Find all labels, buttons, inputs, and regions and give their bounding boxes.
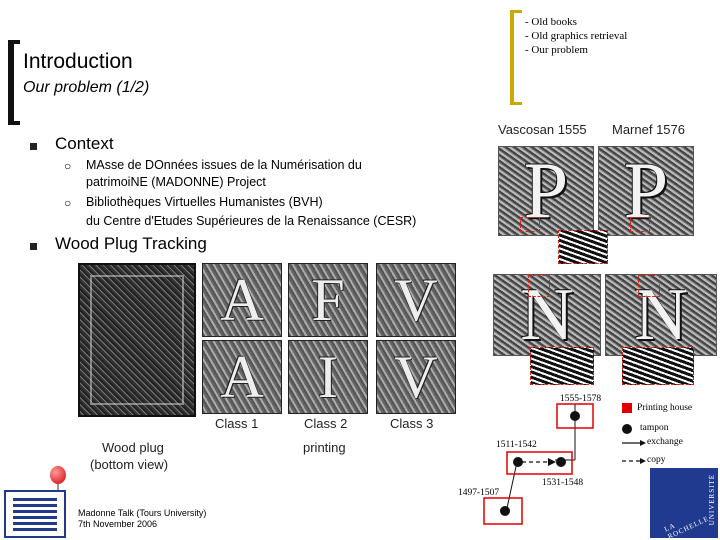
marnef-label: Marnef 1576 [612,122,685,137]
vascosan-label: Vascosan 1555 [498,122,587,137]
defect-zoom-left [530,347,594,385]
tile-letter: V [394,343,438,410]
woodplug-image [78,263,196,417]
outline-item-old-books: - Old books [525,16,577,28]
footer-date: 7th November 2006 [78,519,158,529]
title-bracket [8,40,20,125]
defect-zoom [558,230,608,264]
footer-info: Madonne Talk (Tours University) 7th Nove… [78,508,206,530]
tours-university-logo [4,490,66,538]
defect-marker [528,275,550,297]
bullet-bvh: Bibliothèques Virtuelles Humanistes (BVH… [86,195,323,209]
bullet-square [30,143,37,150]
section-outline: - Old books - Old graphics retrieval - O… [525,15,627,57]
outline-item-old-graphics: - Old graphics retrieval [525,30,628,42]
letter-tile-class3-a: V [376,263,456,337]
defect-marker [520,217,540,232]
tampon-node [513,457,523,467]
defect-zoom-right [622,347,694,385]
tile-letter: I [318,343,338,410]
slide-subtitle: Our problem (1/2) [23,79,150,96]
defect-marker [638,275,660,297]
date-1555-1578: 1555-1578 [560,394,602,404]
legend-printing-house-swatch [622,403,632,413]
bullet-context: Context [55,134,114,153]
date-1497-1507: 1497-1507 [458,488,500,498]
bullet-madonne: MAsse de DOnnées issues de la Numérisati… [86,158,362,189]
woodplug-label: Wood plug [102,440,164,455]
initial-letter: N [634,273,688,356]
tile-letter: A [220,343,264,410]
initial-letter: P [623,146,669,235]
letter-tile-class2-a: F [288,263,368,337]
legend-printing-house: Printing house [637,403,693,413]
letter-tile-class1-a: A [202,263,282,337]
letter-tile-class2-b: I [288,340,368,414]
outline-item-our-problem: - Our problem [525,44,588,56]
slide-title: Introduction [23,50,133,73]
arrow-head [640,440,646,446]
initial-letter: P [523,146,569,235]
letter-tile-class1-b: A [202,340,282,414]
sub-bullet-circle: ○ [64,159,72,173]
tampon-node [556,457,566,467]
arrow-head [640,458,646,464]
tile-letter: A [220,266,264,333]
initial-n-right: N [605,274,717,356]
bullet-cesr: du Centre d'Etudes Supérieures de la Ren… [86,214,417,228]
tampon-node [570,411,580,421]
printing-house-box [506,451,573,475]
toc-bracket [510,10,522,105]
letter-tile-class3-b: V [376,340,456,414]
legend-copy: copy [647,455,666,465]
logo-curve-text: LA ROCHELLE [663,514,711,540]
date-1531-1548: 1531-1548 [542,478,584,488]
class3-label: Class 3 [390,416,434,431]
tampon-node [500,506,510,516]
legend-tampon: tampon [640,423,669,433]
printing-label: printing [303,440,346,455]
initial-p-marnef: P [598,146,694,236]
printing-house-box [556,403,594,429]
legend-tampon-swatch [622,424,632,434]
date-1511-1542: 1511-1542 [496,440,537,450]
diagram-link [506,461,518,509]
tile-letter: F [311,266,345,333]
footer-talk: Madonne Talk (Tours University) [78,508,207,518]
class2-label: Class 2 [304,416,348,431]
defect-marker [630,217,650,232]
initial-letter: N [520,273,574,356]
legend-exchange: exchange [647,437,683,447]
class1-label: Class 1 [215,416,259,431]
la-rochelle-logo: UNIVERSITÉ LA ROCHELLE [650,468,718,540]
woodplug-sublabel: (bottom view) [90,457,169,472]
bullet-square [30,243,37,250]
bullet-wood-plug-tracking: Wood Plug Tracking [55,234,207,253]
initial-n-left: N [493,274,601,356]
balloon-icon [50,466,66,484]
arrow-head [548,458,556,466]
printing-house-box [483,497,523,525]
tile-letter: V [394,266,438,333]
sub-bullet-circle: ○ [64,196,72,210]
initial-p-vascosan: P [498,146,594,236]
